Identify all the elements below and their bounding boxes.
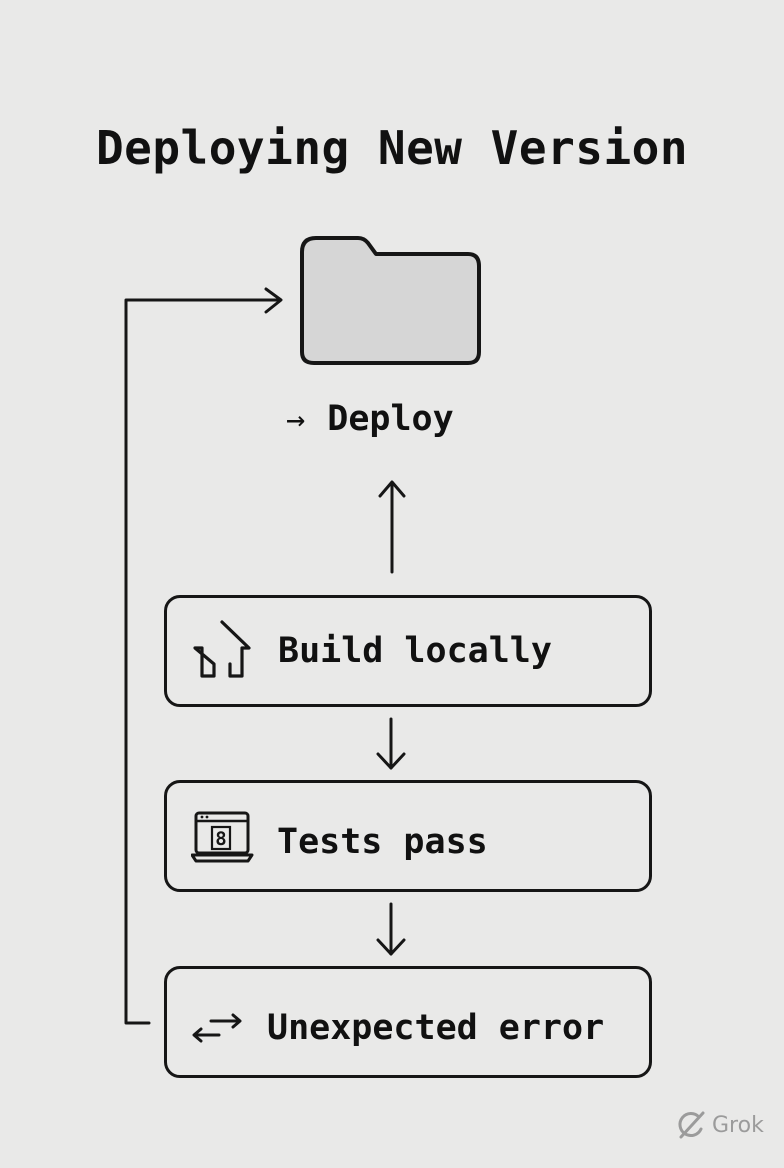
- swap-arrows-icon: [192, 1013, 242, 1043]
- laptop-test-icon: 8: [191, 811, 254, 863]
- step-build-locally: Build locally: [164, 595, 652, 707]
- svg-text:8: 8: [215, 828, 226, 850]
- step-label-tests: Tests pass: [277, 822, 488, 862]
- step-unexpected-error: Unexpected error: [164, 966, 652, 1078]
- right-arrow-icon: →: [286, 400, 306, 438]
- watermark: Grok: [674, 1108, 764, 1142]
- step-label-error: Unexpected error: [267, 1008, 605, 1048]
- arrow-down-connector-2: [376, 902, 406, 956]
- deploy-text: Deploy: [327, 399, 454, 439]
- diagram-title: Deploying New Version: [95, 121, 689, 175]
- deploy-label: → Deploy: [286, 394, 454, 444]
- step-label-build: Build locally: [278, 631, 552, 671]
- folder-icon: [300, 236, 481, 365]
- step-tests-pass: 8 Tests pass: [164, 780, 652, 892]
- watermark-text: Grok: [712, 1112, 764, 1138]
- house-icon: [193, 620, 251, 678]
- arrow-up-connector: [378, 480, 406, 574]
- loop-back-connector: [124, 287, 283, 1025]
- grok-logo-icon: [678, 1111, 705, 1139]
- arrow-down-connector-1: [376, 717, 406, 770]
